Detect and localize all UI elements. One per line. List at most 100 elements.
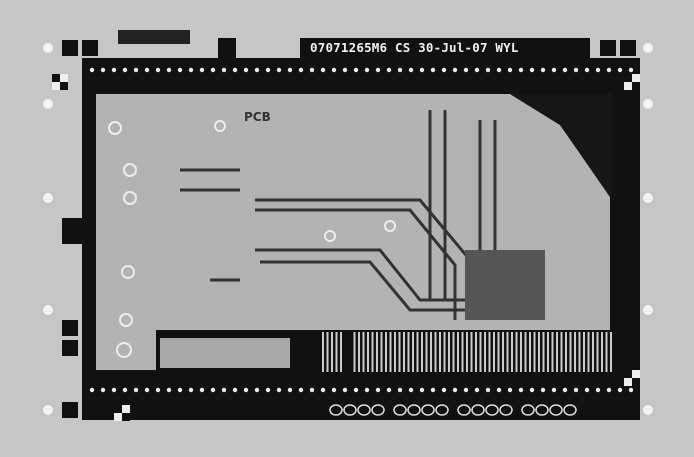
bottom-pad bbox=[499, 404, 513, 416]
pin bbox=[484, 332, 486, 372]
via bbox=[386, 67, 392, 73]
via bbox=[199, 67, 205, 73]
silkscreen-label: 07071265M6 CS 30-Jul-07 WYL bbox=[310, 40, 519, 55]
via bbox=[375, 387, 381, 393]
bottom-pad bbox=[521, 404, 535, 416]
pin bbox=[524, 332, 527, 372]
bottom-pad bbox=[435, 404, 449, 416]
bottom-pad bbox=[393, 404, 407, 416]
bottom-pad bbox=[563, 404, 577, 416]
bottom-pad bbox=[357, 404, 371, 416]
label-area bbox=[160, 338, 290, 368]
via bbox=[430, 67, 436, 73]
via bbox=[166, 387, 172, 393]
pin bbox=[574, 332, 576, 372]
via bbox=[562, 67, 568, 73]
bottom-pad bbox=[471, 404, 485, 416]
left-tab bbox=[62, 218, 82, 244]
pin bbox=[578, 332, 581, 372]
pin bbox=[385, 332, 387, 372]
via bbox=[276, 387, 282, 393]
pin bbox=[434, 332, 437, 372]
via bbox=[452, 67, 458, 73]
via bbox=[122, 67, 128, 73]
pin bbox=[326, 332, 329, 372]
edge-connector-pins bbox=[322, 332, 612, 416]
pin bbox=[376, 332, 378, 372]
pin bbox=[605, 332, 608, 372]
bottom-pad bbox=[457, 404, 471, 416]
pin bbox=[416, 332, 419, 372]
via bbox=[221, 67, 227, 73]
via bbox=[177, 387, 183, 393]
via bbox=[342, 67, 348, 73]
pin bbox=[362, 332, 365, 372]
via bbox=[485, 387, 491, 393]
bottom-pad bbox=[371, 404, 385, 416]
via bbox=[188, 387, 194, 393]
board-marking: PCB bbox=[244, 110, 271, 124]
via bbox=[364, 387, 370, 393]
via bbox=[254, 67, 260, 73]
via bbox=[529, 387, 535, 393]
pin bbox=[457, 332, 459, 372]
via bbox=[320, 387, 326, 393]
via bbox=[452, 387, 458, 393]
pin bbox=[479, 332, 482, 372]
via bbox=[529, 67, 535, 73]
pin bbox=[407, 332, 410, 372]
via bbox=[232, 387, 238, 393]
via bbox=[606, 67, 612, 73]
via bbox=[166, 67, 172, 73]
via bbox=[232, 67, 238, 73]
pin bbox=[565, 332, 567, 372]
via bbox=[551, 387, 557, 393]
via bbox=[540, 67, 546, 73]
mounting-holes bbox=[43, 43, 653, 415]
pad-circles bbox=[108, 120, 396, 358]
via bbox=[584, 387, 590, 393]
pin bbox=[533, 332, 536, 372]
via bbox=[188, 67, 194, 73]
bottom-pad bbox=[549, 404, 563, 416]
via bbox=[430, 387, 436, 393]
via bbox=[221, 387, 227, 393]
via bbox=[331, 387, 337, 393]
pin bbox=[331, 332, 333, 372]
via bbox=[573, 67, 579, 73]
pin bbox=[421, 332, 423, 372]
right-tab bbox=[622, 214, 640, 240]
pin bbox=[353, 332, 356, 372]
pin bbox=[520, 332, 522, 372]
via bbox=[441, 67, 447, 73]
via bbox=[595, 67, 601, 73]
via bbox=[364, 67, 370, 73]
via bbox=[408, 67, 414, 73]
via bbox=[111, 387, 117, 393]
via bbox=[265, 387, 271, 393]
via bbox=[111, 67, 117, 73]
pin bbox=[322, 332, 324, 372]
via bbox=[243, 387, 249, 393]
via bbox=[617, 67, 623, 73]
pin bbox=[335, 332, 338, 372]
pin bbox=[502, 332, 504, 372]
bottom-pad bbox=[329, 404, 343, 416]
via bbox=[518, 387, 524, 393]
bottom-strip bbox=[82, 398, 640, 420]
pin bbox=[394, 332, 396, 372]
bottom-pad bbox=[421, 404, 435, 416]
via bbox=[419, 67, 425, 73]
pin bbox=[515, 332, 518, 372]
via bbox=[210, 67, 216, 73]
via bbox=[507, 67, 513, 73]
via bbox=[540, 387, 546, 393]
pin bbox=[367, 332, 369, 372]
via bbox=[441, 387, 447, 393]
pin bbox=[439, 332, 441, 372]
via bbox=[155, 387, 161, 393]
pin bbox=[592, 332, 594, 372]
pin bbox=[425, 332, 428, 372]
via bbox=[518, 67, 524, 73]
